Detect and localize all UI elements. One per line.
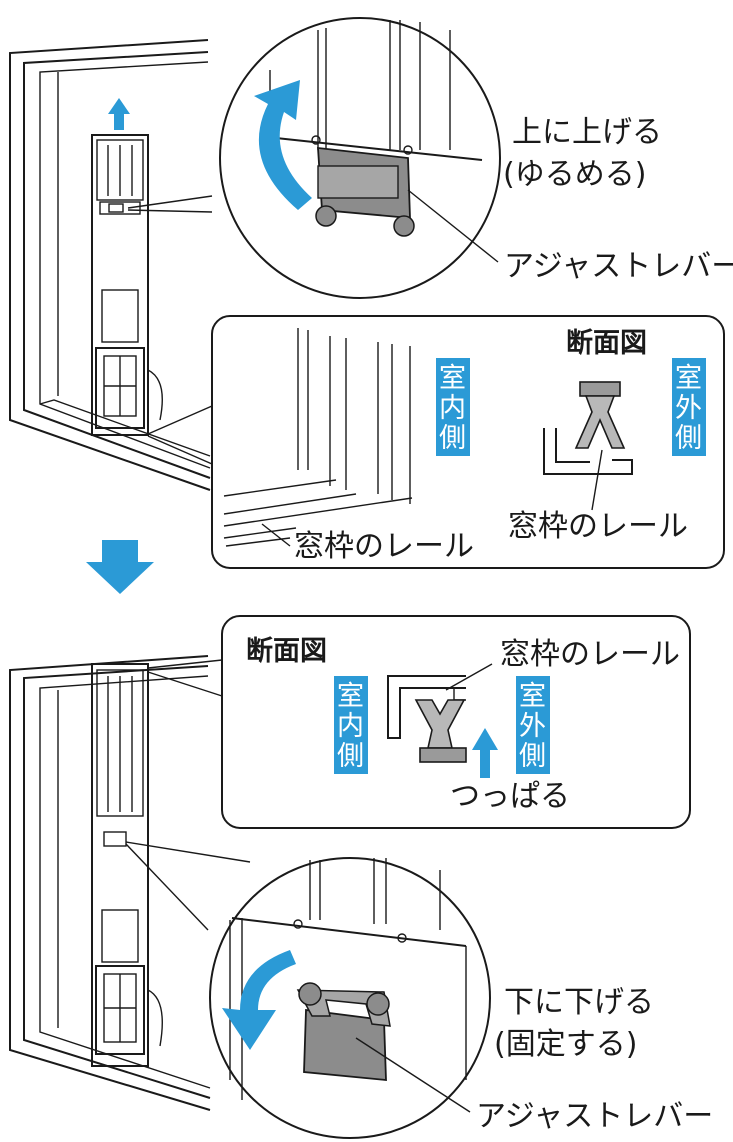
section-title-bottom: 断面図 [246,636,327,667]
pull-label: つっぱる [450,779,570,814]
action-label-down-line1: 下に下げる [504,985,654,1020]
outdoor-badge-bottom: 室 外 側 [516,676,550,774]
svg-text:室: 室 [439,363,466,394]
pet-door-panel-bottom [91,663,163,1067]
outdoor-badge-top: 室 外 側 [672,358,706,456]
svg-text:側: 側 [439,423,466,454]
arrow-down-icon [86,540,154,594]
rail-label-bottom: 窓枠のレール [500,637,680,672]
lever-label-top: アジャストレバー [504,249,733,284]
svg-text:側: 側 [337,741,364,772]
magnifier-circle-top [219,17,501,299]
lever-leader-top [407,189,499,263]
arrow-up-icon [108,98,130,130]
lever-leader-bottom [355,1037,471,1113]
action-label-down-line2: (固定する) [494,1027,637,1062]
action-label-up-line2: (ゆるめる) [503,157,646,192]
magnifier-leader [127,195,213,209]
lever-label-bottom: アジャストレバー [476,1099,713,1134]
window-frame-bottom [9,655,211,1111]
action-label-up-line1: 上に上げる [512,115,662,150]
rail-label-top-left: 窓枠のレール [294,529,474,564]
rotate-up-arrow-icon [254,80,312,210]
magnifier-circle-bottom [209,857,491,1139]
section-title-top: 断面図 [566,328,647,359]
rotate-down-arrow-icon [222,950,296,1050]
indoor-badge-top: 室 内 側 [436,358,470,456]
svg-text:内: 内 [439,393,466,424]
arrow-up-pull-icon [472,728,498,778]
svg-text:側: 側 [519,741,546,772]
svg-text:室: 室 [337,681,364,712]
section-panel-top [147,315,725,569]
indoor-badge-bottom: 室 内 側 [334,676,368,774]
svg-text:室: 室 [675,363,702,394]
pet-door-panel-top [91,134,163,436]
svg-text:内: 内 [337,711,364,742]
svg-text:外: 外 [519,711,546,742]
rail-label-top-right: 窓枠のレール [508,509,688,544]
svg-text:側: 側 [675,423,702,454]
window-frame-top [9,39,211,491]
svg-text:室: 室 [519,681,546,712]
section-panel-bottom [147,615,691,829]
svg-text:外: 外 [675,393,702,424]
